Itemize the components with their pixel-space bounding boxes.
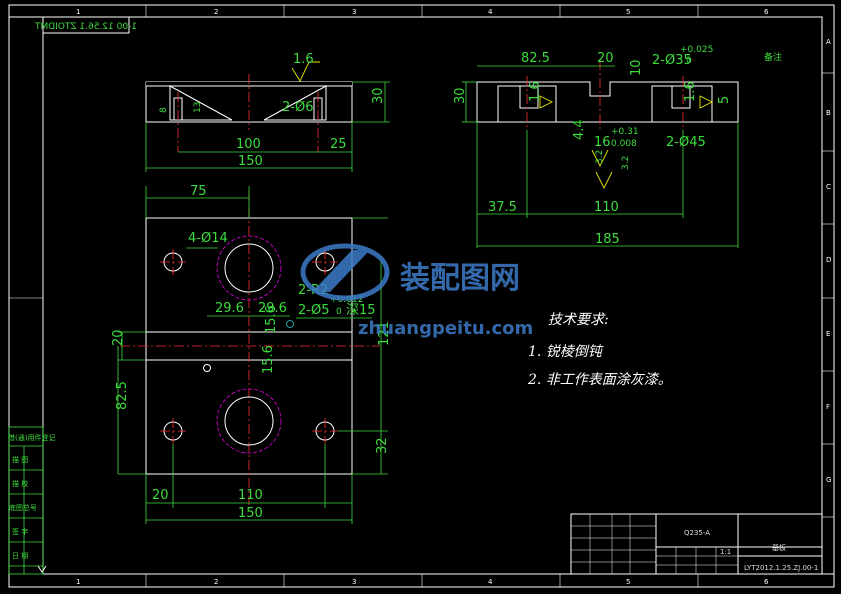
stamp-4: 签 字 bbox=[12, 527, 28, 536]
front-hole-label: 2-Ø6 bbox=[282, 100, 313, 115]
watermark: 装配图网 zhuangpeitu.com bbox=[300, 243, 533, 339]
side-stamps bbox=[8, 426, 44, 575]
stamp-0: 借(通)用件登记 bbox=[8, 433, 55, 442]
tb-code: LYT2012.1.25.ZJ.00-1 bbox=[744, 564, 818, 572]
side-d3-2a: 3.2 bbox=[595, 150, 605, 164]
side-view: 82.5 20 2-Ø35 +0.025 0 10 30 1.6 1.6 5 4… bbox=[453, 45, 782, 248]
front-dist-25: 25 bbox=[330, 137, 347, 152]
zone-bot-6: 6 bbox=[764, 578, 769, 586]
watermark-en: zhuangpeitu.com bbox=[358, 318, 533, 339]
top-d121: 121 bbox=[377, 321, 392, 346]
zone-top-3: 3 bbox=[352, 8, 356, 16]
side-d1-6a: 1.6 bbox=[528, 81, 543, 102]
zone-right-f: F bbox=[826, 403, 830, 411]
side-d37-5: 37.5 bbox=[488, 200, 517, 215]
zone-right-a: A bbox=[826, 38, 831, 46]
side-d5: 5 bbox=[717, 96, 732, 104]
zone-top-4: 4 bbox=[488, 8, 493, 16]
side-d4-4: 4.4 bbox=[572, 119, 587, 140]
zone-top-1: 1 bbox=[76, 8, 80, 16]
zone-right-g: G bbox=[826, 476, 831, 484]
top-d15-6a: 15.6 bbox=[264, 305, 279, 334]
top-view: 75 4-Ø14 29.6 29.6 2-R2 2-Ø5 +0.012 0 深1… bbox=[111, 184, 392, 524]
zone-bot-3: 3 bbox=[352, 578, 356, 586]
side-slot: 16 bbox=[594, 135, 611, 150]
top-holes: 4-Ø14 bbox=[188, 231, 228, 246]
stamp-2: 描 校 bbox=[12, 479, 28, 488]
tech-req-title: 技术要求: bbox=[548, 312, 609, 328]
front-height: 30 bbox=[371, 87, 386, 104]
stamp-1: 描 图 bbox=[12, 455, 28, 464]
zone-bot-4: 4 bbox=[488, 578, 493, 586]
watermark-cn: 装配图网 bbox=[400, 261, 520, 296]
drawing-code-mirrored: 1-00 12.56.1 ZTOIDMT bbox=[34, 22, 137, 32]
front-view: 1.6 30 100 25 150 2-Ø6 8 13 bbox=[145, 52, 390, 172]
corner-note: 备注 bbox=[764, 51, 782, 63]
zone-right-b: B bbox=[826, 109, 831, 117]
front-width-total: 150 bbox=[238, 154, 263, 169]
title-block: Q235-A 基板 1:1 LYT2012.1.25.ZJ.00-1 bbox=[570, 513, 823, 575]
stamp-3: 底图总号 bbox=[9, 503, 37, 512]
top-d20b: 20 bbox=[152, 488, 169, 503]
side-d3-2b: 3.2 bbox=[621, 156, 631, 170]
top-d75: 75 bbox=[190, 184, 207, 199]
side-hole35-tol: +0.025 bbox=[680, 45, 713, 55]
top-d29-6a: 29.6 bbox=[215, 301, 244, 316]
zone-right-e: E bbox=[826, 330, 830, 338]
side-slot-tol-low: 0.008 bbox=[611, 139, 637, 149]
zone-top-6: 6 bbox=[764, 8, 769, 16]
side-d20: 20 bbox=[597, 51, 614, 66]
sheet-border bbox=[8, 4, 835, 588]
side-hole45: 2-Ø45 bbox=[666, 135, 706, 150]
zone-right-d: D bbox=[826, 256, 831, 264]
top-depth15: 深15 bbox=[346, 303, 376, 318]
zone-right-c: C bbox=[826, 183, 831, 191]
top-d110: 110 bbox=[238, 488, 263, 503]
tech-req-item2: 2. 非工作表面涂灰漆。 bbox=[527, 372, 672, 388]
zone-top-5: 5 bbox=[626, 8, 630, 16]
top-d82-5: 82.5 bbox=[115, 381, 130, 410]
side-d82-5: 82.5 bbox=[521, 51, 550, 66]
tb-part-name: 基板 bbox=[772, 543, 786, 552]
top-d29-6b: 29.6 bbox=[258, 301, 287, 316]
top-d32: 32 bbox=[375, 437, 390, 454]
side-hole35-tol-low: 0 bbox=[686, 56, 692, 66]
side-d110: 110 bbox=[594, 200, 619, 215]
side-d185: 185 bbox=[595, 232, 620, 247]
roughness-top: 1.6 bbox=[293, 52, 314, 67]
side-d1-6b: 1.6 bbox=[683, 81, 698, 102]
tb-scale: 1:1 bbox=[720, 548, 731, 556]
front-depth-13: 13 bbox=[193, 102, 203, 113]
front-depth-8: 8 bbox=[159, 107, 169, 113]
side-d10: 10 bbox=[629, 59, 644, 76]
zone-ticks bbox=[9, 5, 834, 587]
side-hole35: 2-Ø35 bbox=[652, 53, 692, 68]
top-d15-6b: 15.6 bbox=[261, 345, 276, 374]
tech-req-item1: 1. 锐棱倒钝 bbox=[528, 344, 604, 360]
side-h30: 30 bbox=[453, 87, 468, 104]
top-d20: 20 bbox=[111, 329, 126, 346]
zone-bot-5: 5 bbox=[626, 578, 630, 586]
zone-bot-1: 1 bbox=[76, 578, 80, 586]
side-slot-tol: +0.31 bbox=[611, 127, 639, 137]
top-hole5: 2-Ø5 bbox=[298, 303, 329, 318]
tb-material: Q235-A bbox=[684, 529, 710, 537]
top-hole5-tol-low: 0 bbox=[336, 307, 342, 317]
front-dist-100: 100 bbox=[236, 137, 261, 152]
zone-top-2: 2 bbox=[214, 8, 218, 16]
zone-bot-2: 2 bbox=[214, 578, 218, 586]
top-d150: 150 bbox=[238, 506, 263, 521]
stamp-5: 日 期 bbox=[12, 552, 28, 560]
